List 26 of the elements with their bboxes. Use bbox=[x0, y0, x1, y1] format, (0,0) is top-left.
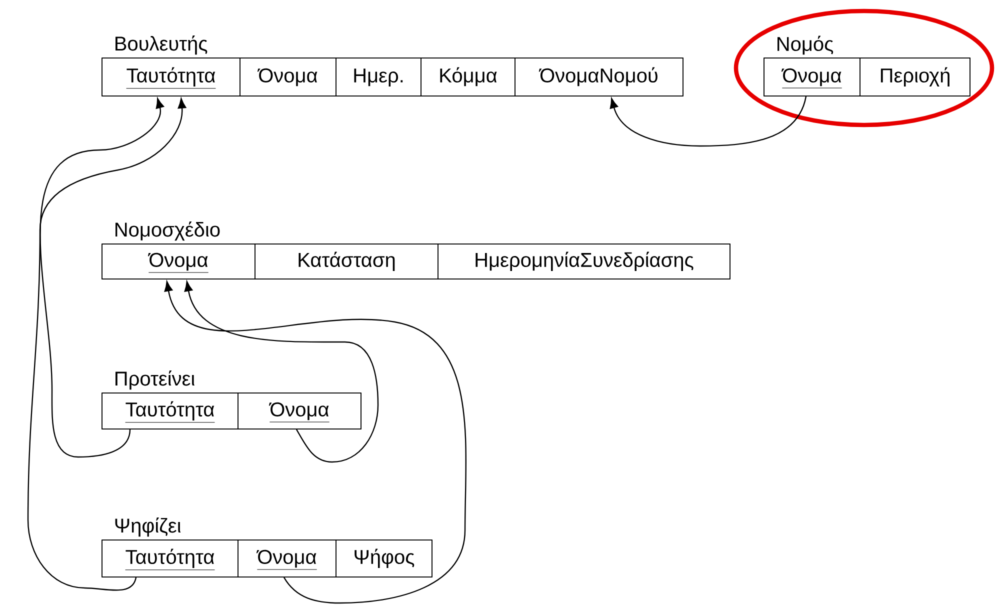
arrow bbox=[610, 96, 807, 147]
table-cell: Ταυτότητα bbox=[102, 540, 238, 578]
table-cell: Ταυτότητα bbox=[102, 58, 240, 96]
table-cell: Όνομα bbox=[764, 58, 860, 96]
arrow bbox=[40, 98, 164, 458]
highlight-ellipse bbox=[734, 8, 994, 128]
node-label: Νομοσχέδιο bbox=[116, 221, 220, 241]
node-label: Ψηφίζει bbox=[115, 517, 181, 537]
table-cell: ΗμερομηνίαΣυνεδρίασης bbox=[438, 244, 730, 280]
table-cell: ΌνομαΝομού bbox=[514, 58, 684, 96]
arrow bbox=[27, 98, 186, 591]
table-cell: Όνομα bbox=[102, 244, 256, 280]
table-cell: Ημερ. bbox=[336, 58, 422, 96]
table-cell: Όνομα bbox=[238, 540, 336, 578]
table-cell: Περιοχή bbox=[860, 58, 970, 96]
arrow bbox=[184, 281, 379, 463]
table-cell: Ταυτότητα bbox=[102, 392, 238, 430]
node-label: Προτείνει bbox=[116, 370, 195, 390]
table-cell: Όνομα bbox=[240, 58, 336, 96]
node-label: Νομός bbox=[778, 36, 834, 55]
table-cell: Κατάσταση bbox=[254, 244, 438, 280]
table-cell: Όνομα bbox=[238, 392, 362, 430]
arrow bbox=[164, 281, 467, 604]
table-cell: Ψήφος bbox=[336, 540, 432, 578]
table-cell: Κόμμα bbox=[420, 58, 516, 96]
node-label: Βουλευτής bbox=[116, 35, 208, 55]
